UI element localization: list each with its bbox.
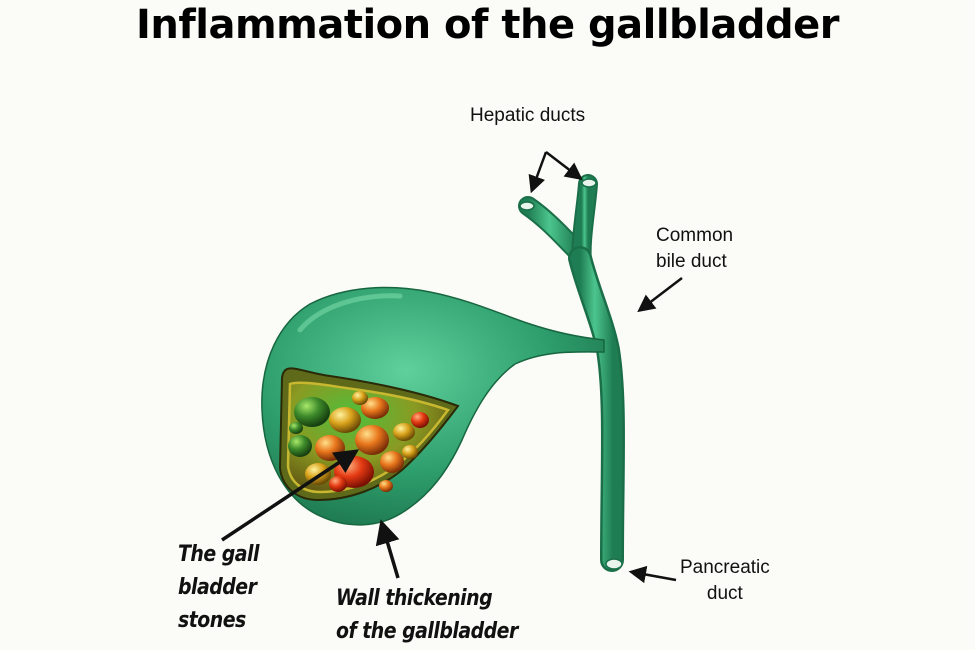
bile-duct-arrow bbox=[640, 278, 682, 310]
pancreatic-arrow bbox=[632, 572, 676, 580]
label-line: Common bbox=[656, 223, 733, 249]
label-pancreatic-duct: Pancreatic duct bbox=[680, 555, 770, 607]
label-hepatic-ducts: Hepatic ducts bbox=[470, 103, 585, 129]
label-line: Wall thickening bbox=[336, 582, 518, 615]
wall-arrow bbox=[382, 524, 398, 578]
label-line: Pancreatic bbox=[680, 555, 770, 581]
label-line: stones bbox=[178, 604, 259, 637]
label-wall-thickening: Wall thickening of the gallbladder bbox=[336, 582, 518, 648]
label-line: bile duct bbox=[656, 249, 733, 275]
label-line: The gall bbox=[178, 538, 259, 571]
hepatic-arrow-right bbox=[546, 152, 580, 178]
label-gallbladder-stones: The gall bladder stones bbox=[178, 538, 259, 637]
label-line: duct bbox=[680, 581, 770, 607]
label-line: bladder bbox=[178, 571, 259, 604]
label-common-bile-duct: Common bile duct bbox=[656, 223, 733, 275]
label-line: of the gallbladder bbox=[336, 615, 518, 648]
hepatic-arrow-left bbox=[532, 152, 546, 190]
common-bile-duct bbox=[580, 258, 622, 569]
